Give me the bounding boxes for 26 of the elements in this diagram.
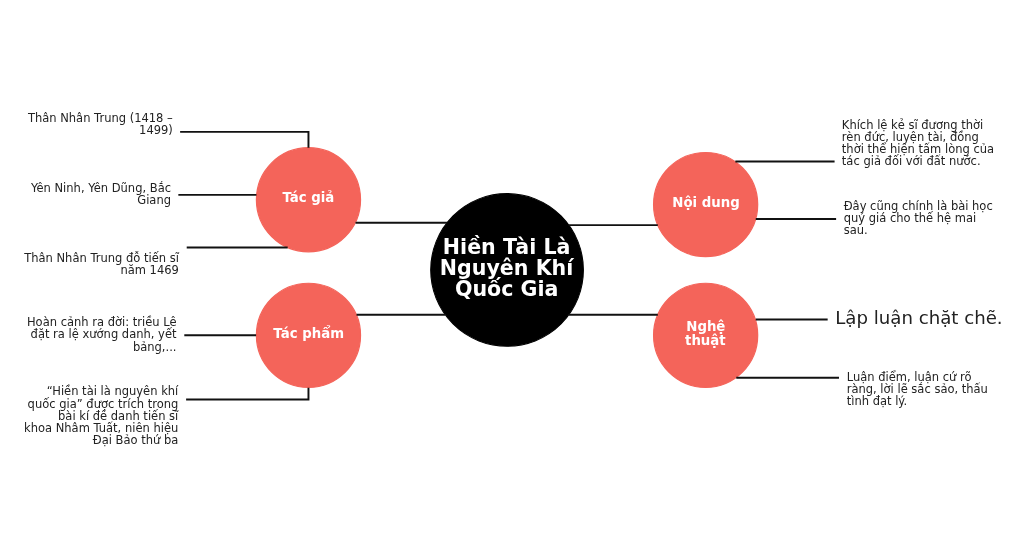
node-text: Yên Ninh, Yên Dũng, Bắc Giang xyxy=(30,180,171,207)
connector xyxy=(355,313,446,316)
node-circle: Hiền Tài Là Nguyên Khí Quốc Gia xyxy=(429,192,584,347)
connector xyxy=(754,318,829,321)
connector xyxy=(754,217,837,220)
connector xyxy=(185,246,289,248)
node-circle: Nghệ thuật xyxy=(652,282,758,388)
connector xyxy=(182,333,257,336)
node-text: Thân Nhân Trung đỗ tiến sĩ năm 1469 xyxy=(23,250,179,277)
connector xyxy=(567,313,659,316)
node-text: “Hiền tài là nguyên khí quốc gia” được trích trong bài kí đề danh tiến sĩ khoa Nhâm Tuất, niên hiệu Đại Bảo thứ ba xyxy=(23,383,178,447)
node-text: Hoàn cảnh ra đời: triều Lê đặt ra lệ xướng danh, yết bảng,... xyxy=(26,314,176,354)
node-circle: Nội dung xyxy=(652,151,758,257)
connector xyxy=(733,160,836,163)
node-circle: Tác giả xyxy=(255,146,361,252)
node-text: Đây cũng chính là bài học quý giá cho thế hệ mai sau. xyxy=(843,198,993,237)
node-text: Khích lệ kẻ sĩ đương thời rèn đức, luyện tài, đồng thời thể hiện tấm lòng của tác giả đối với đất nước. xyxy=(841,117,994,168)
connector xyxy=(734,376,840,379)
connector xyxy=(567,223,659,226)
connector xyxy=(354,221,448,224)
node-text: Lập luận chặt chẽ. xyxy=(834,306,1003,328)
node-text: Thân Nhân Trung (1418 – 1499) xyxy=(27,110,173,137)
node-text: Luận điểm, luận cứ rõ ràng, lời lẽ sắc sảo, thấu tình đạt lý. xyxy=(846,369,988,408)
connector xyxy=(176,193,257,196)
connector xyxy=(184,386,309,400)
node-circle: Tác phẩm xyxy=(255,282,361,388)
